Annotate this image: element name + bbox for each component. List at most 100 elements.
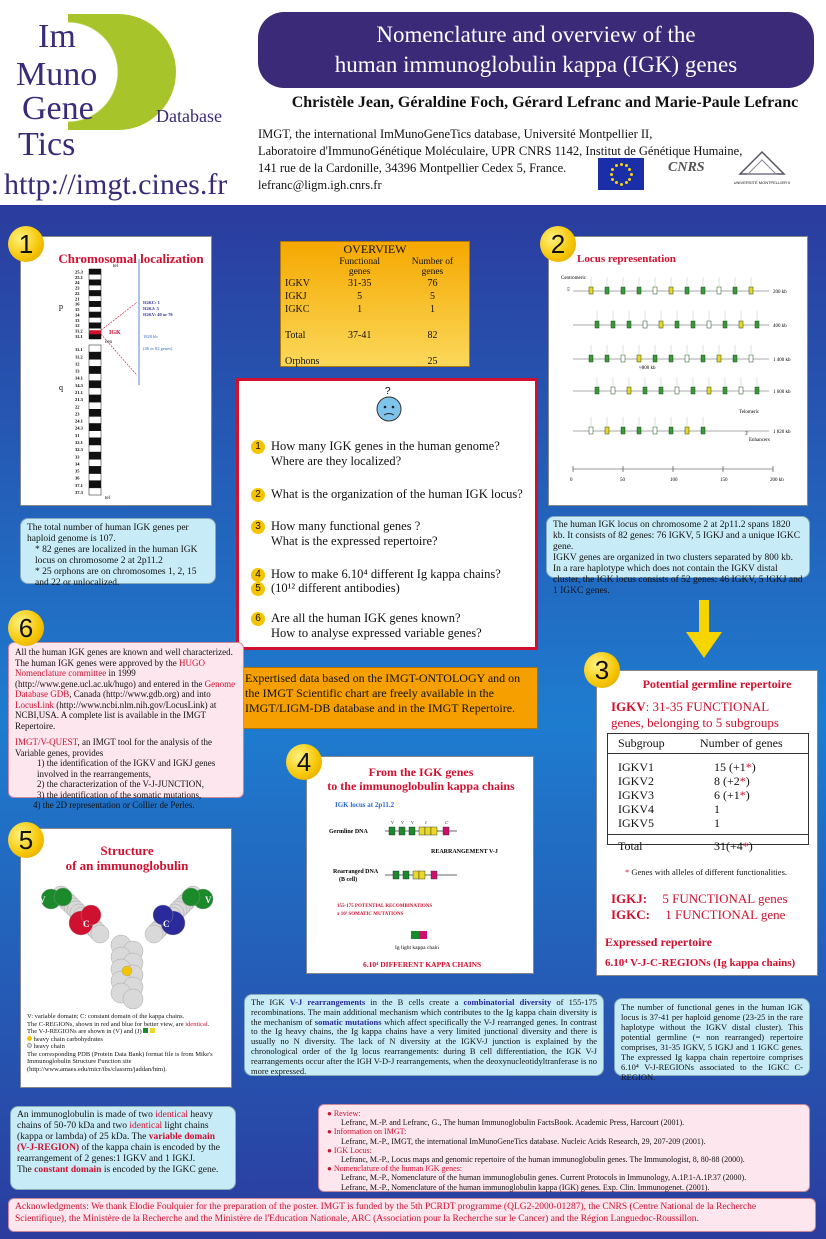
segment-label: V <box>411 820 414 825</box>
total-value: 31(+4*) <box>714 839 753 854</box>
vquest-list-item: 2) the characterization of the V-J-JUNCT… <box>37 779 204 789</box>
question-text: Are all the human IGK genes known?How to… <box>253 611 482 641</box>
eu-star-icon <box>614 163 618 167</box>
carbohydrate-swatch <box>27 1035 32 1041</box>
chrom-band <box>88 437 102 446</box>
poster-header: Im Muno Gene Tics Database http://imgt.c… <box>0 0 826 205</box>
carbohydrate-atom <box>121 965 133 977</box>
vj-text-part: The IGK <box>251 997 290 1007</box>
three-prime-label: 3' <box>745 432 749 437</box>
chrom-band <box>88 487 102 496</box>
locus-gene-box <box>626 320 632 329</box>
chrom-band-label: 33 <box>75 454 80 459</box>
legend-line: The V-J-REGIONs are shown in (V) and (J) <box>27 1028 227 1036</box>
email[interactable]: lefranc@ligm.igh.cnrs.fr <box>258 178 382 192</box>
title-line-2: human immunoglobulin kappa (IGK) genes <box>334 52 738 77</box>
section1-text: The total number of human IGK genes per … <box>20 518 216 588</box>
chrom-band <box>88 430 102 439</box>
overview-cell: 5 <box>357 291 363 302</box>
question-line: Are all the human IGK genes known? <box>271 611 461 625</box>
question-text: How many functional genes ?What is the e… <box>253 519 438 549</box>
legend-line: The corresponding PDB (Protein Data Bank… <box>27 1050 213 1073</box>
overview-row: IGKC 1 1 <box>281 303 469 316</box>
section5-text-part: variable domain (V-J-REGION) <box>17 1132 215 1153</box>
affiliation-line: 141 rue de la Cardonille, 34396 Montpell… <box>258 161 567 175</box>
section5-title-line2: of an immunoglobulin <box>65 858 189 873</box>
vquest-link[interactable]: IMGT/V-QUEST <box>15 737 78 747</box>
igkv-line2: genes, belonging to 5 subgroups <box>611 715 779 730</box>
locus-gene-box <box>754 386 760 395</box>
chrom-band-label: 37.3 <box>75 490 84 495</box>
bullet-text: 25 orphons are on chromosomes 1, 2, 15 a… <box>35 567 197 588</box>
vj-rearrangement-text: The IGK V-J rearrangements in the B cell… <box>244 994 604 1076</box>
section6-number-badge: 6 <box>8 610 44 646</box>
overview-cell: 1 <box>357 304 363 315</box>
expressed-title: Expressed repertoire <box>605 935 712 949</box>
registry-link[interactable]: Genome Database GDB <box>15 678 236 700</box>
telomeric-label: Telomeric <box>739 410 760 415</box>
registry-link[interactable]: HUGO Nomenclature committee <box>15 657 205 679</box>
germline-segment <box>442 826 450 836</box>
chrom-band-label: 12 <box>75 361 80 366</box>
eu-star-icon <box>619 162 623 166</box>
section3-number-badge: 3 <box>584 652 620 688</box>
vj-text-part: which affect specifically the V-J rearra… <box>251 1016 598 1076</box>
locus-gene-box <box>684 426 690 435</box>
subgroup-count: 1 <box>714 816 720 830</box>
section2-number-badge: 2 <box>540 226 576 262</box>
subgroup-count: 1 <box>714 802 720 816</box>
section1-number-badge: 1 <box>8 226 44 262</box>
locus-gene-box <box>690 320 696 329</box>
references-panel: ● Review:Lefranc, M.-P. and Lefranc, G.,… <box>318 1104 810 1192</box>
locus-gene-box <box>732 354 738 363</box>
affiliation-line: Laboratoire d'ImmunoGénétique Moléculair… <box>258 144 743 158</box>
section1-intro: The total number of human IGK genes per … <box>27 523 189 544</box>
vquest-text: , an IMGT tool for the analysis of the V… <box>15 737 213 758</box>
chrom-band-label: 11.2 <box>75 329 83 334</box>
overview-cell: 1 <box>429 304 435 315</box>
subgroup-count-value: 1 <box>714 816 720 830</box>
overview-header-cell: Functional genes <box>339 257 380 277</box>
reference-heading: ● Review: <box>327 1109 801 1118</box>
locus-gene-box <box>738 320 744 329</box>
logo-line-4: Tics <box>18 126 76 163</box>
legend-line: heavy chain carbohydrates <box>27 1035 227 1044</box>
locus-gene-box <box>594 320 600 329</box>
bullet-icon: ● <box>327 1127 334 1137</box>
chrom-band-label: 16 <box>75 302 80 307</box>
chrom-band-label: 15 <box>75 307 80 312</box>
registry-link[interactable]: LocusLink <box>15 699 54 710</box>
locus-gene-box <box>658 386 664 395</box>
germline-segment <box>418 826 426 836</box>
imgt-url[interactable]: http://imgt.cines.fr <box>4 168 228 201</box>
section1-bullet: * 82 genes are localized in the human IG… <box>35 545 198 566</box>
q-arm-label: q <box>59 383 63 392</box>
question-number-badge: 3 <box>251 520 265 534</box>
igk-locus-label: IGK locus at 2p11.2 <box>335 801 395 809</box>
chrom-band <box>88 311 102 318</box>
section5-text-part: identical <box>155 1110 188 1120</box>
chrom-tel-label: tel <box>105 496 111 501</box>
locus-gene-box <box>636 286 642 295</box>
overview-cell: IGKC <box>285 304 310 315</box>
overview-cell <box>281 342 323 355</box>
chrom-band-label: 34 <box>75 461 80 466</box>
chrom-band <box>88 295 102 302</box>
functionality-star: * <box>739 774 746 788</box>
overview-cell: 31-35 <box>347 278 372 289</box>
subgroup-name: IGKV4 <box>618 802 654 816</box>
chrom-band-label: 13 <box>75 369 80 374</box>
section5-text-part: The <box>17 1165 35 1175</box>
section2-paragraph: The human IGK locus on chromosome 2 at 2… <box>553 520 801 552</box>
vj-text-part: somatic mutations <box>314 1016 382 1027</box>
light-chain-c-domain <box>152 904 174 926</box>
heavy-chain-atom <box>144 924 164 944</box>
chrom-band-label: 32.3 <box>75 447 84 452</box>
functionality-star: * <box>745 760 752 774</box>
legend-line: The C-REGIONs, shown in red and blue for… <box>27 1021 227 1029</box>
